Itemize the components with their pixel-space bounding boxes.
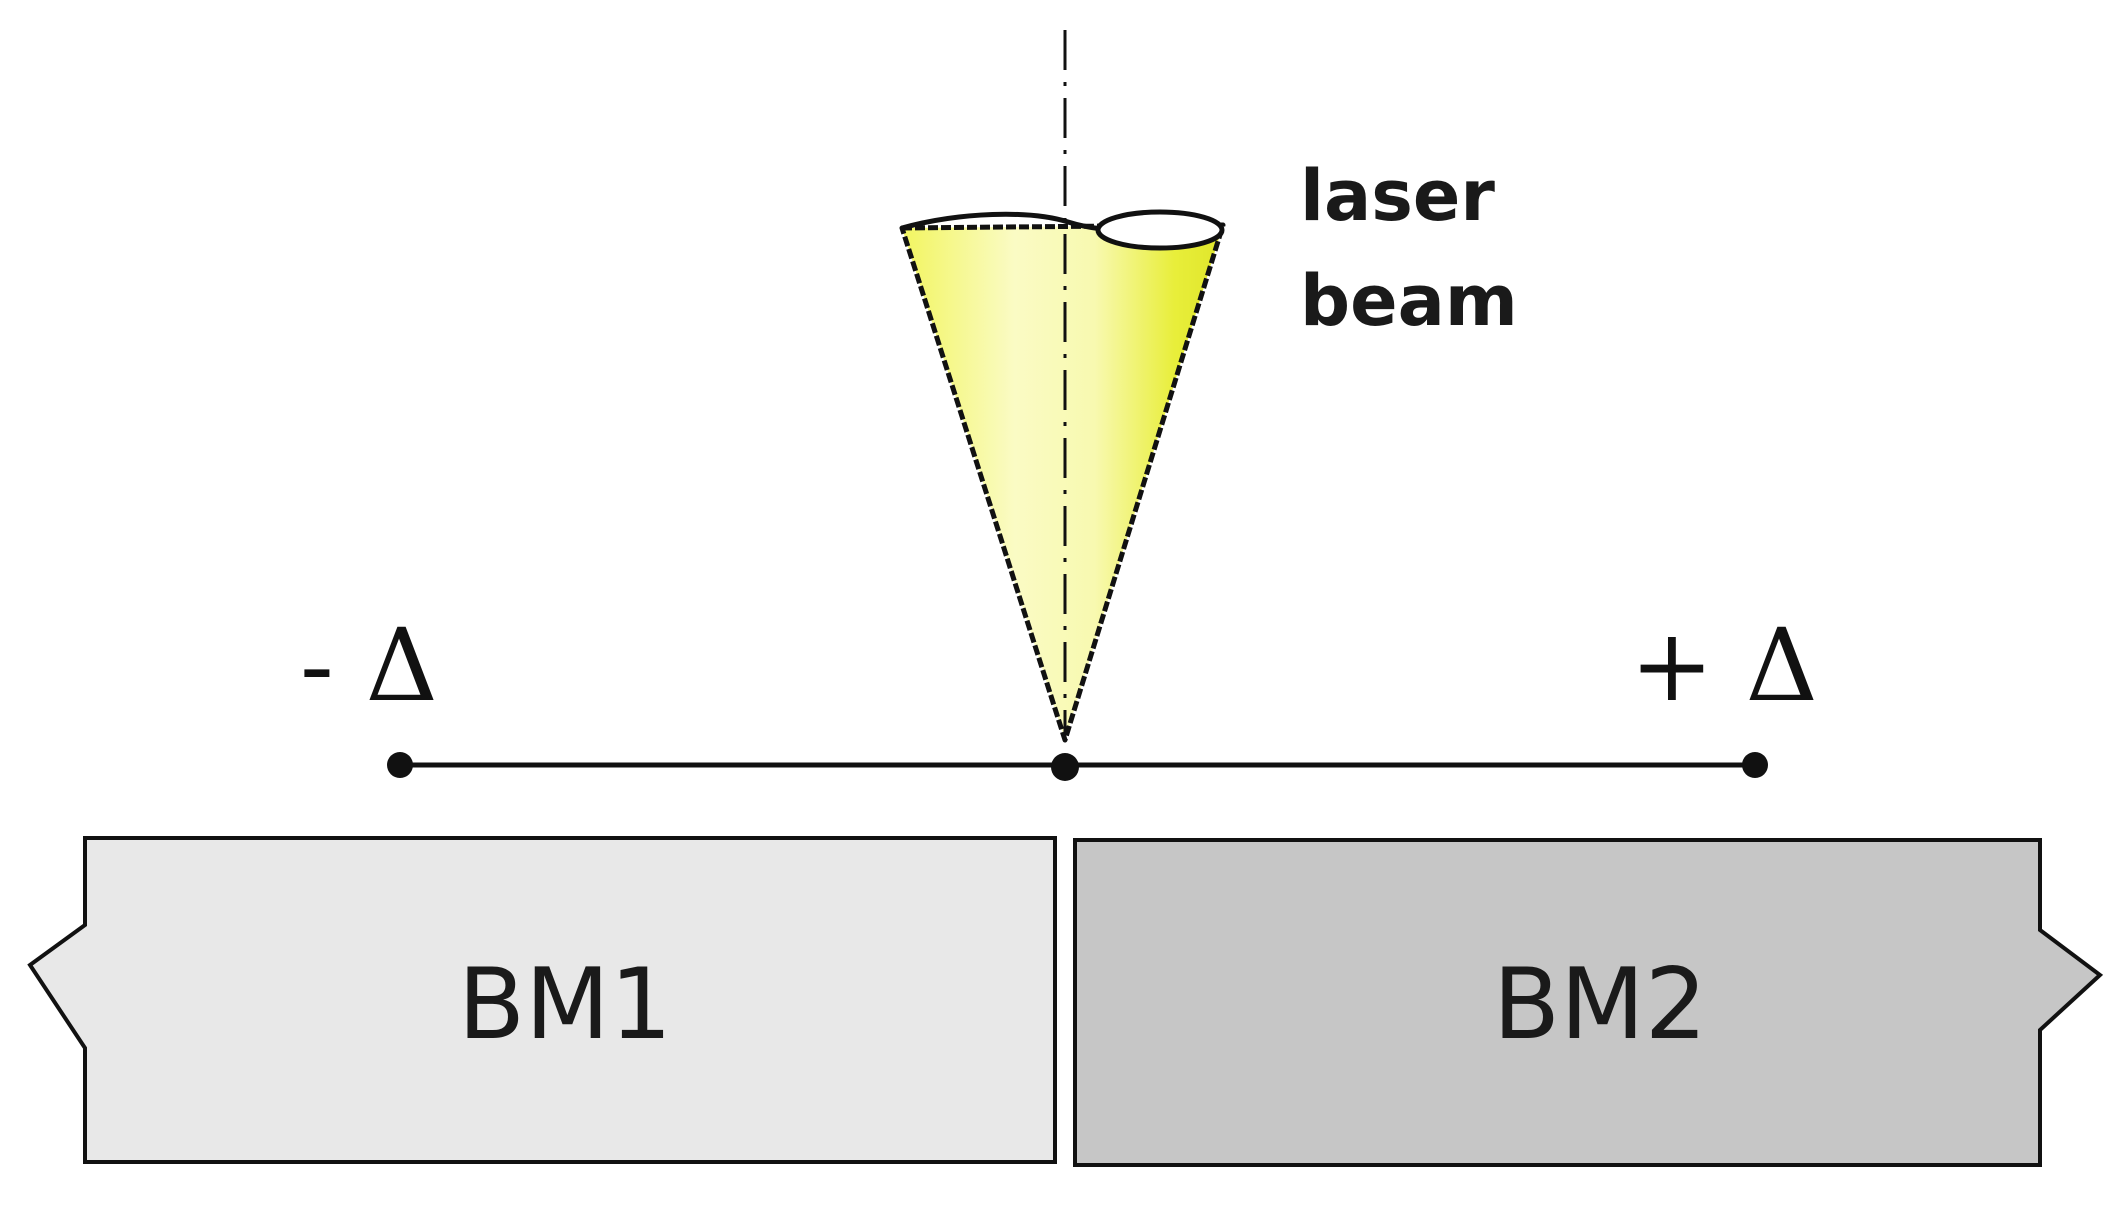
laser-beam-cone [899, 209, 1226, 743]
laser-beam-label-line1: laser [1300, 155, 1495, 237]
base-material-2-plate [1073, 838, 2104, 1167]
offset-negative-label: - Δ [300, 607, 438, 724]
offset-positive-marker [1742, 752, 1768, 778]
offset-zero-marker [1051, 753, 1079, 781]
laser-beam-label-line2: beam [1300, 260, 1518, 342]
base-material-1-label: BM1 [458, 948, 672, 1062]
base-material-1-plate [27, 836, 1057, 1164]
offset-positive-label: + Δ [1630, 607, 1818, 724]
offset-negative-marker [387, 752, 413, 778]
base-material-2-label: BM2 [1493, 948, 1707, 1062]
